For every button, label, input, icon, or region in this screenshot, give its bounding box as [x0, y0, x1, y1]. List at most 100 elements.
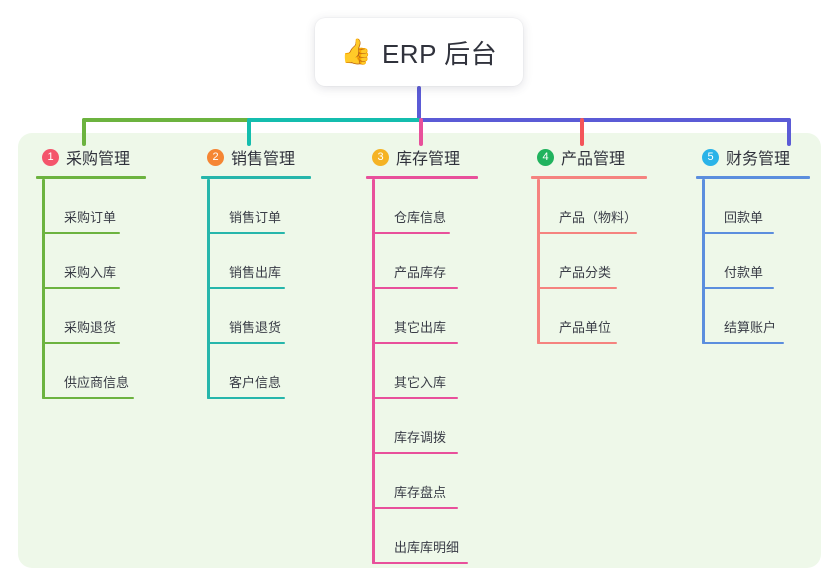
branch-item[interactable]: 销售出库: [207, 234, 311, 289]
branch-header-underline: [36, 176, 146, 179]
branch-item[interactable]: 回款单: [702, 179, 810, 234]
branch-header-underline: [531, 176, 647, 179]
branch-item-underline: [42, 287, 120, 289]
branch-item[interactable]: 结算账户: [702, 289, 810, 344]
branch-item-label: 产品库存: [394, 265, 447, 280]
branch-item[interactable]: 其它出库: [372, 289, 478, 344]
branch-title: 采购管理: [66, 151, 131, 168]
bus-segment-2: [247, 118, 423, 122]
branch-drop-5: [787, 118, 791, 146]
branch-header-2[interactable]: 2 销售管理: [201, 144, 311, 170]
branch-vertical-stem: [537, 179, 540, 344]
branch-item[interactable]: 采购订单: [42, 179, 146, 234]
branch-item[interactable]: 产品分类: [537, 234, 647, 289]
branch-item[interactable]: 库存盘点: [372, 454, 478, 509]
thumbs-up-icon: 👍: [340, 37, 372, 66]
branch-item-label: 产品（物料）: [559, 210, 638, 225]
branch-item-label: 付款单: [724, 265, 764, 280]
branch-item-underline: [537, 342, 617, 344]
branch-column-3: 3 库存管理仓库信息产品库存其它出库其它入库库存调拨库存盘点出库库明细: [366, 144, 478, 564]
branch-item-list: 仓库信息产品库存其它出库其它入库库存调拨库存盘点出库库明细: [366, 179, 478, 564]
branch-item-label: 库存调拨: [394, 430, 447, 445]
root-node-card[interactable]: 👍 ERP 后台: [315, 18, 523, 86]
branch-header-3[interactable]: 3 库存管理: [366, 144, 478, 170]
branch-item-label: 采购退货: [64, 320, 117, 335]
branch-item[interactable]: 供应商信息: [42, 344, 146, 399]
branch-item-label: 仓库信息: [394, 210, 447, 225]
branch-item-label: 结算账户: [724, 320, 777, 335]
branch-item-list: 采购订单采购入库采购退货供应商信息: [36, 179, 146, 399]
branch-column-4: 4 产品管理产品（物料） 产品分类产品单位: [531, 144, 647, 344]
branch-column-1: 1 采购管理采购订单采购入库采购退货供应商信息: [36, 144, 146, 399]
branch-item-underline: [372, 342, 458, 344]
branch-item-underline: [372, 287, 458, 289]
branch-item[interactable]: 产品库存: [372, 234, 478, 289]
branch-item-label: 产品分类: [559, 265, 612, 280]
branch-item-label: 采购入库: [64, 265, 117, 280]
branch-title: 销售管理: [231, 151, 296, 168]
branch-item[interactable]: 销售退货: [207, 289, 311, 344]
branch-item[interactable]: 库存调拨: [372, 399, 478, 454]
branch-item[interactable]: 采购退货: [42, 289, 146, 344]
branch-item-label: 其它出库: [394, 320, 447, 335]
branch-item-underline: [537, 232, 637, 234]
branch-item-label: 销售退货: [229, 320, 282, 335]
branch-item-underline: [207, 232, 285, 234]
branch-item[interactable]: 出库库明细: [372, 509, 478, 564]
branch-item-underline: [207, 397, 285, 399]
branch-item-underline: [42, 342, 120, 344]
branch-column-5: 5 财务管理回款单付款单结算账户: [696, 144, 810, 344]
branch-item[interactable]: 产品（物料）: [537, 179, 647, 234]
branch-item-label: 采购订单: [64, 210, 117, 225]
branch-number-badge: 4: [537, 148, 554, 166]
branch-header-4[interactable]: 4 产品管理: [531, 144, 647, 170]
branch-item[interactable]: 客户信息: [207, 344, 311, 399]
branch-item-underline: [207, 342, 285, 344]
content-panel: [18, 133, 821, 568]
branch-item[interactable]: 付款单: [702, 234, 810, 289]
branch-item-underline: [372, 232, 450, 234]
branch-header-1[interactable]: 1 采购管理: [36, 144, 146, 170]
branch-number-badge: 2: [207, 148, 224, 166]
bus-segment-3: [419, 118, 791, 122]
branch-title: 产品管理: [561, 151, 626, 168]
branch-item[interactable]: 采购入库: [42, 234, 146, 289]
branch-item[interactable]: 仓库信息: [372, 179, 478, 234]
branch-number-badge: 3: [372, 148, 389, 166]
branch-item-label: 其它入库: [394, 375, 447, 390]
branch-vertical-stem: [42, 179, 45, 399]
branch-item-list: 销售订单销售出库销售退货客户信息: [201, 179, 311, 399]
branch-drop-2: [247, 118, 251, 146]
branch-item[interactable]: 其它入库: [372, 344, 478, 399]
branch-item-underline: [42, 397, 134, 399]
branch-number-badge: 5: [702, 148, 719, 166]
branch-item[interactable]: 产品单位: [537, 289, 647, 344]
branch-item-label: 回款单: [724, 210, 764, 225]
branch-item-label: 客户信息: [229, 375, 282, 390]
branch-title: 库存管理: [396, 151, 461, 168]
branch-header-underline: [366, 176, 478, 179]
branch-item-list: 回款单付款单结算账户: [696, 179, 810, 344]
bus-segment-1: [82, 118, 251, 122]
root-node-title: ERP 后台: [381, 38, 498, 69]
branch-item-underline: [42, 232, 120, 234]
branch-item-underline: [207, 287, 285, 289]
branch-header-5[interactable]: 5 财务管理: [696, 144, 810, 170]
branch-item-underline: [372, 562, 468, 564]
branch-item-list: 产品（物料） 产品分类产品单位: [531, 179, 647, 344]
branch-drop-3: [419, 118, 423, 146]
branch-vertical-stem: [372, 179, 375, 564]
branch-drop-1: [82, 118, 86, 146]
branch-vertical-stem: [702, 179, 705, 344]
branch-column-2: 2 销售管理销售订单销售出库销售退货客户信息: [201, 144, 311, 399]
branch-item-underline: [372, 507, 458, 509]
branch-drop-4: [580, 118, 584, 146]
branch-item-underline: [372, 397, 458, 399]
branch-title: 财务管理: [726, 151, 791, 168]
branch-item[interactable]: 销售订单: [207, 179, 311, 234]
branch-number-badge: 1: [42, 148, 59, 166]
branch-item-label: 供应商信息: [64, 375, 130, 390]
branch-header-underline: [696, 176, 810, 179]
branch-item-label: 出库库明细: [394, 540, 460, 555]
